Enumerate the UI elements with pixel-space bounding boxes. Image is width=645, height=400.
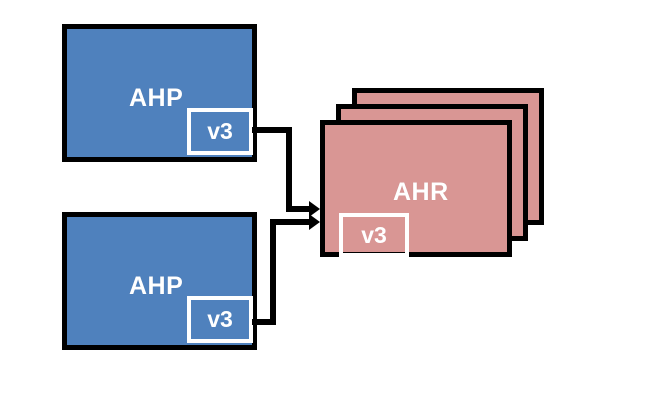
ahp-top-version-label: v3 (207, 118, 233, 144)
connector-bottom-segment-horizontal-in (270, 219, 311, 225)
ahp-top-version-box[interactable]: v3 (187, 108, 253, 155)
ahr-version-box[interactable]: v3 (339, 213, 409, 257)
ahp-bottom-version-box[interactable]: v3 (187, 296, 253, 343)
ahp-bottom-label: AHP (129, 272, 184, 300)
connector-bottom-segment-vertical (270, 219, 276, 325)
ahp-top-label: AHP (129, 84, 184, 112)
ahp-bottom-box[interactable]: AHP v3 (62, 212, 257, 350)
connector-bottom-arrowhead (309, 214, 320, 230)
ahr-version-label: v3 (361, 221, 387, 248)
ahp-bottom-version-label: v3 (207, 306, 233, 332)
connector-top-arrowhead (309, 201, 320, 217)
ahp-top-box[interactable]: AHP v3 (62, 24, 257, 162)
connector-top-segment-horizontal-in (286, 206, 311, 212)
connector-bottom-segment-horizontal-out (252, 319, 276, 325)
ahr-stack-layer-front[interactable]: AHR v3 (320, 120, 512, 257)
ahr-label: AHR (393, 178, 449, 206)
connector-top-segment-vertical (286, 127, 292, 212)
connector-top-segment-horizontal-out (252, 127, 292, 133)
